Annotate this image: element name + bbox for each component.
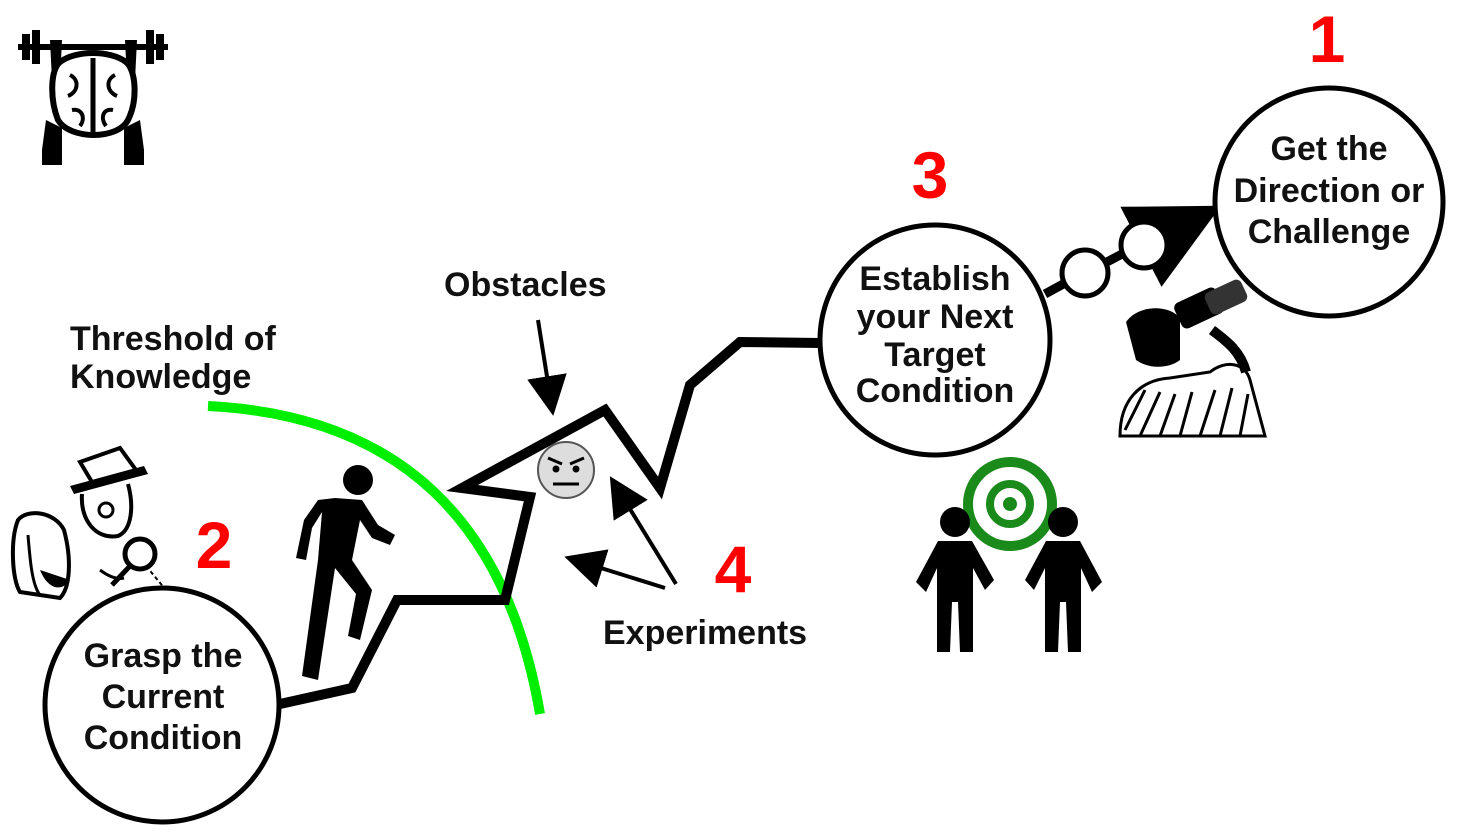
detective-magnifier-icon bbox=[10, 445, 167, 601]
step-3-line-3: Target bbox=[884, 336, 985, 374]
intermediate-circle-1 bbox=[1059, 247, 1111, 299]
brain-lifting-barbell-icon bbox=[18, 30, 168, 165]
step-2-node: Grasp the Current Condition bbox=[42, 585, 282, 825]
obstacles-label: Obstacles bbox=[444, 266, 607, 304]
step-1-line-3: Challenge bbox=[1248, 213, 1410, 251]
step-3-line-1: Establish bbox=[859, 260, 1010, 298]
step-1-number: 1 bbox=[1309, 2, 1346, 76]
climbing-person-icon bbox=[296, 465, 395, 680]
progress-path bbox=[278, 336, 821, 709]
obstacles-arrow bbox=[527, 319, 567, 416]
experiments-arrow-1 bbox=[609, 476, 678, 586]
experiments-label: Experiments bbox=[603, 614, 807, 652]
intermediate-circle-2 bbox=[1118, 219, 1170, 271]
threshold-label-line-2: Knowledge bbox=[70, 358, 251, 396]
experiments-arrow-2 bbox=[564, 549, 666, 590]
two-people-icon bbox=[916, 507, 1102, 652]
direction-arrow bbox=[1120, 205, 1222, 287]
step-3-node: Establish your Next Target Condition bbox=[817, 222, 1053, 458]
step-3-number: 3 bbox=[912, 138, 949, 212]
grumpy-face-icon bbox=[537, 441, 595, 499]
step-4-number: 4 bbox=[715, 532, 752, 606]
target-bullseye-icon bbox=[963, 457, 1057, 551]
step-2-line-3: Condition bbox=[84, 719, 243, 757]
step-2-line-1: Grasp the bbox=[84, 637, 243, 675]
step-3-line-2: your Next bbox=[857, 298, 1014, 336]
step-3-line-4: Condition bbox=[856, 372, 1015, 410]
step-2-line-2: Current bbox=[102, 678, 225, 716]
step-1-line-2: Direction or bbox=[1234, 172, 1425, 210]
man-binoculars-icon bbox=[1118, 279, 1267, 438]
step-1-node: Get the Direction or Challenge bbox=[1212, 85, 1446, 319]
step-2-number: 2 bbox=[196, 508, 233, 582]
threshold-label-line-1: Threshold of bbox=[70, 320, 277, 358]
threshold-arc bbox=[207, 401, 545, 715]
step-1-line-1: Get the bbox=[1270, 130, 1387, 168]
